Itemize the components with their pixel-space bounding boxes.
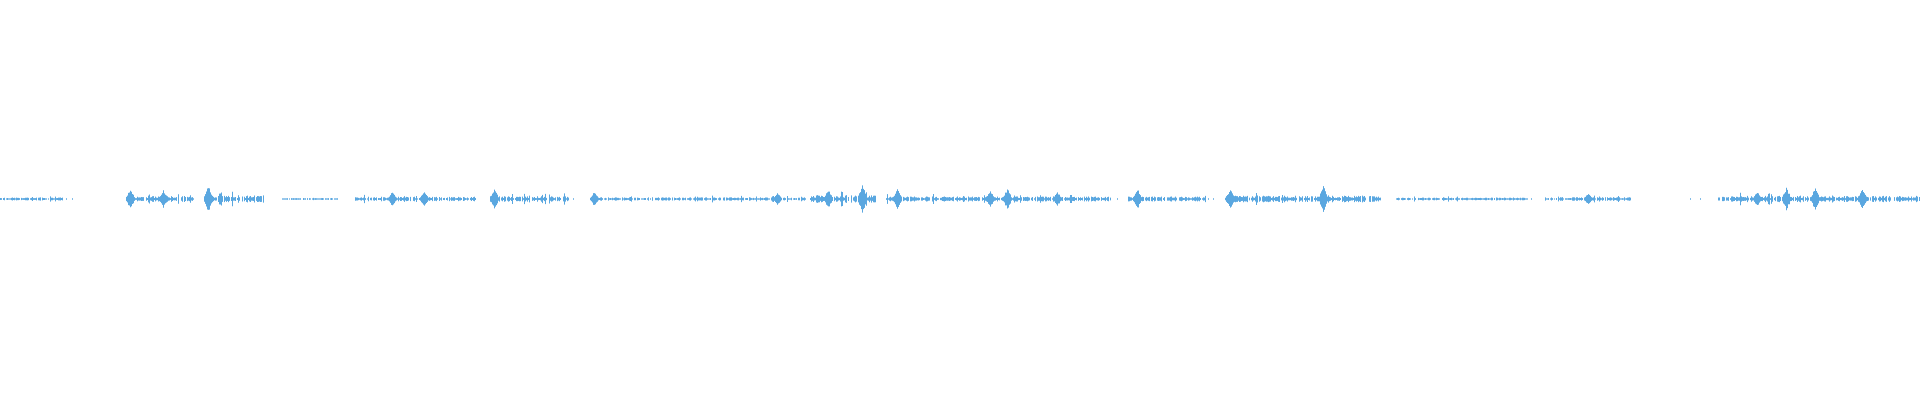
waveform-bars: [0, 185, 1920, 213]
